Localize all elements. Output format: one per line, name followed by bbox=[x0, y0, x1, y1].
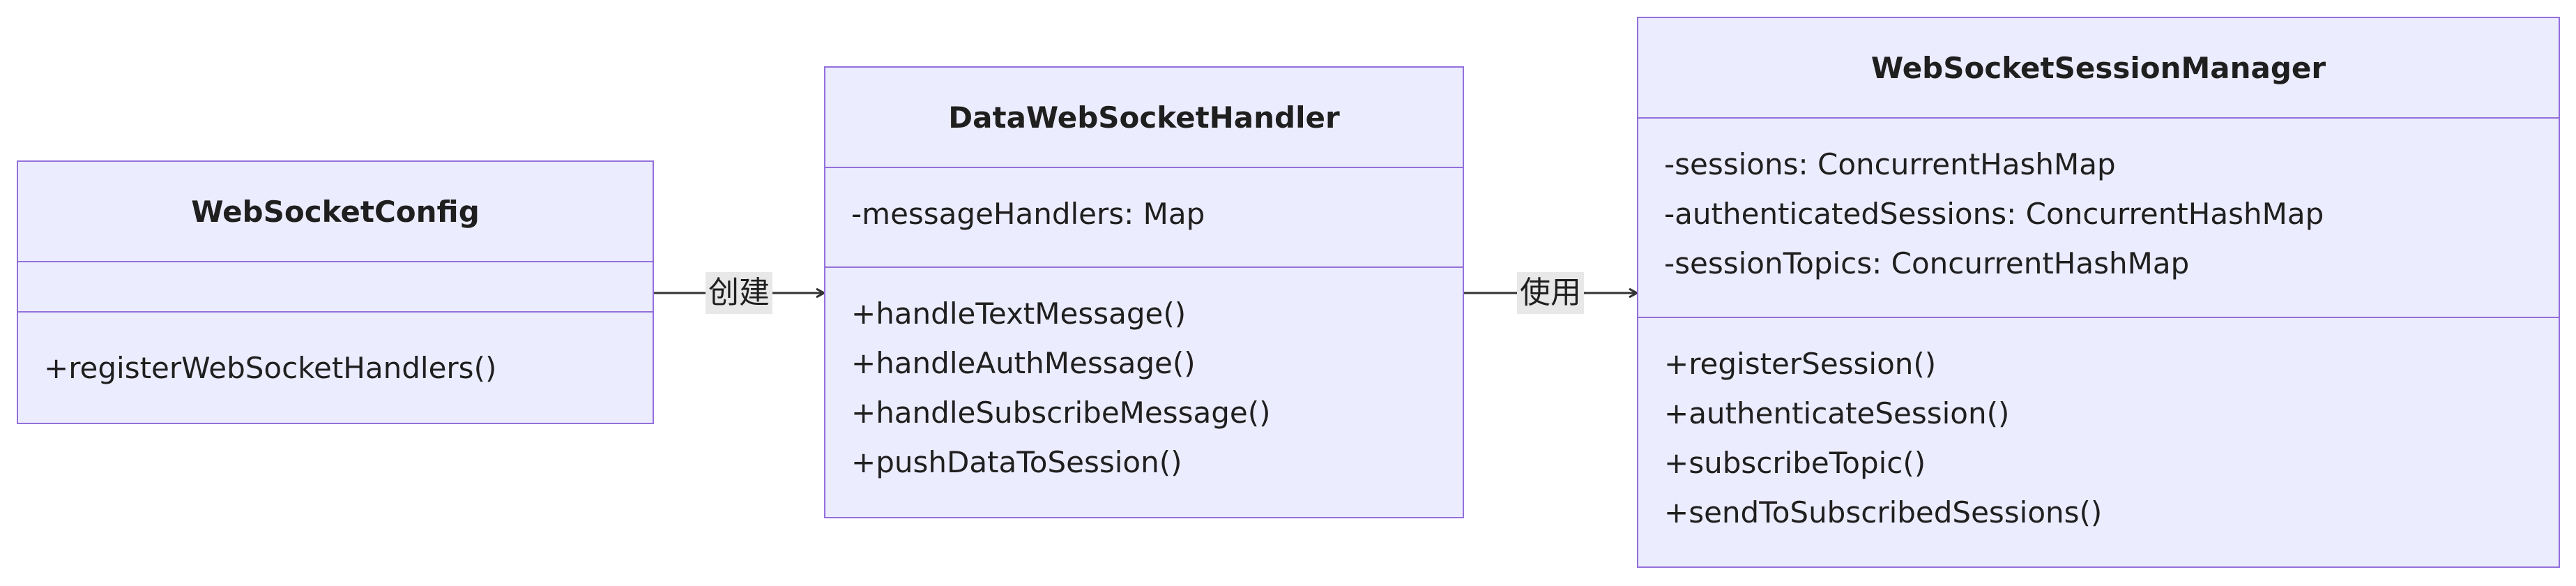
attributes-section: -sessions: ConcurrentHashMap -authentica… bbox=[1638, 119, 2559, 318]
methods-section: +registerWebSocketHandlers() bbox=[18, 313, 653, 414]
edge-label-create: 创建 bbox=[706, 272, 772, 314]
attributes-section: -messageHandlers: Map bbox=[825, 168, 1463, 268]
class-websocketsessionmanager[interactable]: WebSocketSessionManager -sessions: Concu… bbox=[1637, 17, 2560, 568]
attribute: -sessionTopics: ConcurrentHashMap bbox=[1664, 246, 2190, 280]
method: +handleSubscribeMessage() bbox=[851, 396, 1271, 430]
class-datawebsockethandler[interactable]: DataWebSocketHandler -messageHandlers: M… bbox=[824, 66, 1464, 518]
class-name: WebSocketSessionManager bbox=[1638, 18, 2559, 119]
methods-section: +registerSession() +authenticateSession(… bbox=[1638, 318, 2559, 558]
method: +handleTextMessage() bbox=[851, 296, 1187, 331]
method: +registerSession() bbox=[1664, 347, 1937, 381]
method: +sendToSubscribedSessions() bbox=[1664, 495, 2103, 529]
class-name: DataWebSocketHandler bbox=[825, 68, 1463, 168]
attribute: -sessions: ConcurrentHashMap bbox=[1664, 147, 2116, 181]
class-name: WebSocketConfig bbox=[18, 162, 653, 262]
attribute: -messageHandlers: Map bbox=[851, 197, 1205, 231]
methods-section: +handleTextMessage() +handleAuthMessage(… bbox=[825, 268, 1463, 508]
class-websocketconfig[interactable]: WebSocketConfig +registerWebSocketHandle… bbox=[17, 160, 654, 424]
method: +handleAuthMessage() bbox=[851, 346, 1196, 380]
attribute: -authenticatedSessions: ConcurrentHashMa… bbox=[1664, 197, 2324, 231]
attributes-section bbox=[18, 262, 653, 313]
method: +subscribeTopic() bbox=[1664, 446, 1926, 480]
method: +authenticateSession() bbox=[1664, 396, 2010, 430]
method: +registerWebSocketHandlers() bbox=[44, 351, 497, 385]
edge-label-use: 使用 bbox=[1517, 272, 1584, 314]
method: +pushDataToSession() bbox=[851, 445, 1182, 479]
